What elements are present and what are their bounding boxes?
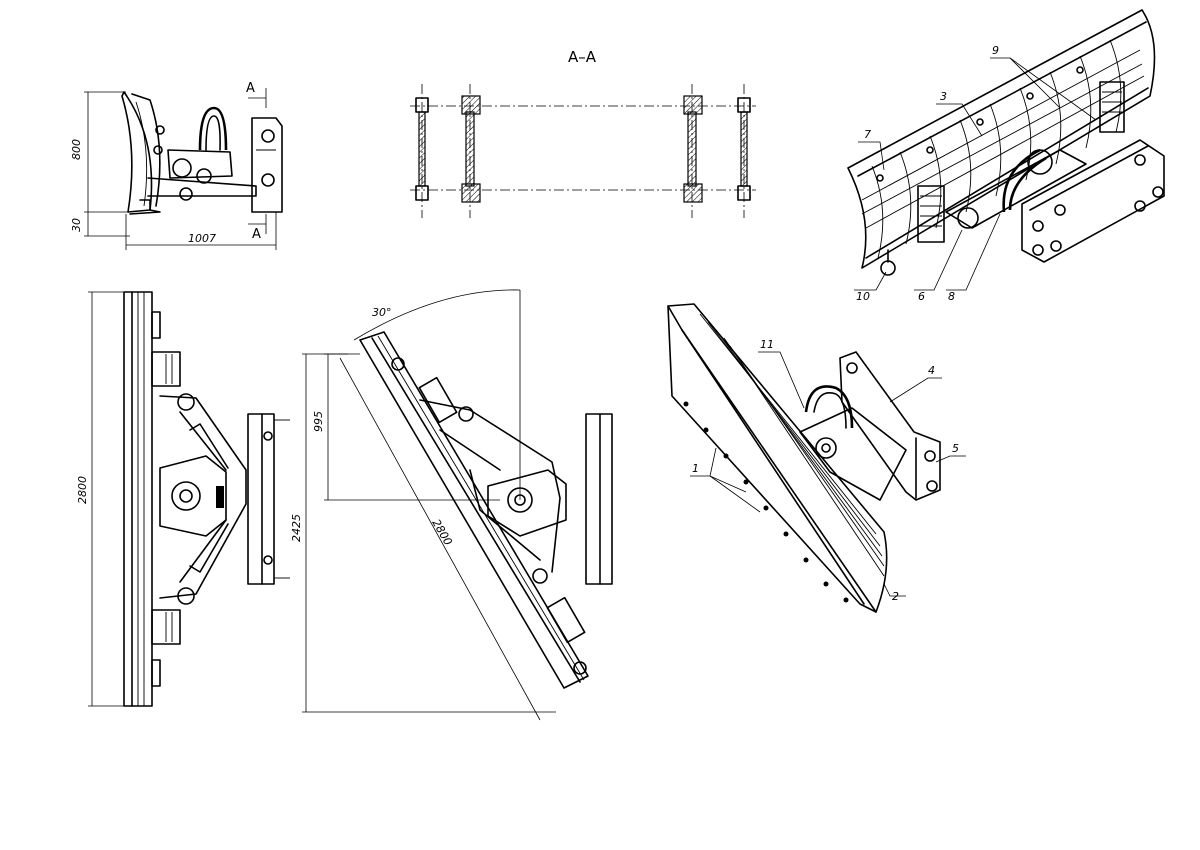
callout-7: 7 [864, 128, 871, 141]
section-title: A–A [568, 48, 597, 66]
callout-9: 9 [992, 44, 999, 57]
callout-8: 8 [948, 290, 955, 303]
dim-bottom-label: 30 [70, 218, 83, 232]
section-mark-top: A [246, 81, 255, 96]
callout-6: 6 [918, 290, 925, 303]
dim-length-label: 1007 [188, 232, 216, 245]
front-view: 2800 [76, 291, 290, 707]
section-pin-right-outer [737, 84, 751, 218]
callout-5: 5 [952, 442, 959, 455]
side-view: 800 30 1007 A A [70, 81, 283, 250]
callout-2: 2 [892, 590, 899, 603]
angled-view: 30° 995 2425 2800 [290, 289, 613, 721]
callout-4: 4 [928, 364, 935, 377]
callout-3: 3 [940, 90, 947, 103]
callout-10: 10 [856, 290, 870, 303]
section-aa-view: A–A [410, 48, 756, 218]
dim-projection-label: 2425 [290, 514, 303, 542]
isometric-view-top: 3 7 9 10 6 8 [847, 9, 1165, 303]
section-pin-left-inner [461, 84, 481, 218]
section-mark-bottom: A [252, 227, 261, 242]
dim-width-label: 2800 [76, 476, 89, 504]
section-pin-left-outer [415, 84, 429, 218]
callout-11: 11 [760, 338, 774, 351]
isometric-view-bottom: 11 4 5 1 2 [667, 303, 966, 613]
callout-1: 1 [692, 462, 699, 475]
dim-angle-label: 30° [372, 306, 392, 319]
dim-height-label: 800 [70, 139, 83, 160]
dim-offset-label: 995 [312, 411, 325, 432]
section-pin-right-inner [683, 84, 703, 218]
dim-blade-label: 2800 [429, 517, 454, 548]
